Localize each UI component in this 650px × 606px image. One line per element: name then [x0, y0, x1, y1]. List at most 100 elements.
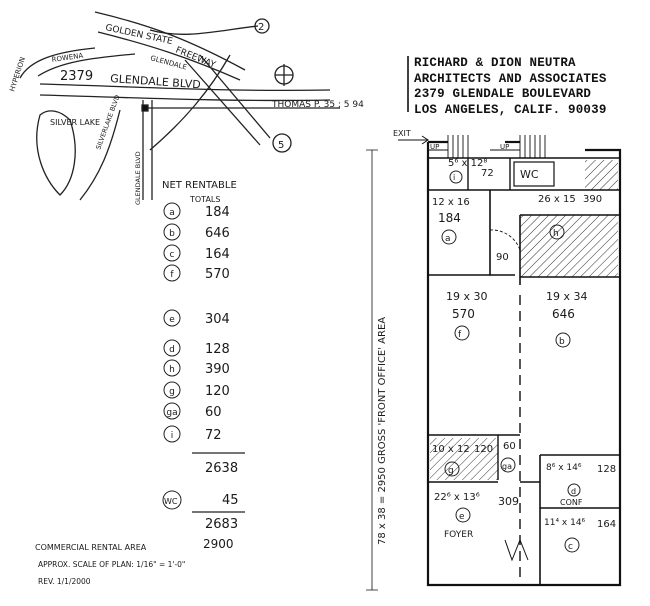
freeway-line — [97, 31, 241, 81]
hyperion-road — [19, 47, 96, 79]
room-i-key: i — [453, 173, 455, 182]
label-route-2: 2 — [258, 22, 264, 33]
firm-address: 2379 GLENDALE BOULEVARD — [414, 87, 592, 101]
room-key-circles — [441, 170, 581, 553]
label-silver-lake: SILVER LAKE — [50, 118, 100, 127]
revision-note: REV. 1/1/2000 — [38, 577, 91, 586]
route-2-marker — [254, 18, 270, 34]
room-d-name: CONF — [560, 498, 583, 507]
freeway-5-road — [199, 54, 271, 139]
row-key-circle — [163, 402, 181, 420]
row-value: 570 — [205, 267, 230, 282]
row-value: 304 — [205, 312, 230, 327]
row-value: 390 — [205, 362, 230, 377]
firm-name: RICHARD & DION NEUTRA — [414, 56, 576, 70]
door-swing — [489, 229, 521, 251]
site-marker — [141, 104, 149, 112]
room-ga-area: 60 — [503, 441, 516, 452]
glendale-blvd-line — [39, 83, 331, 92]
row-key-circle — [163, 264, 181, 282]
room-i-dimensions: 5⁶ x 12⁸ — [448, 158, 487, 169]
row-key-circle — [163, 359, 181, 377]
room-c-area: 164 — [597, 519, 616, 530]
row-key: h — [169, 365, 175, 375]
silverlake-blvd — [79, 109, 121, 201]
glendale-blvd-line — [39, 94, 331, 102]
wc-value: 45 — [222, 493, 239, 508]
table-row: h 390 — [163, 359, 230, 377]
firm-subtitle: ARCHITECTS AND ASSOCIATES — [414, 71, 607, 86]
wc-key: WC — [164, 497, 178, 506]
table-row: e 304 — [163, 309, 230, 327]
table-row: f 570 — [163, 264, 230, 282]
room-e-area: 309 — [498, 495, 519, 508]
row-key: c — [170, 250, 175, 260]
label-hyperion: HYPERION — [8, 56, 27, 93]
label-address-number: 2379 — [60, 69, 93, 84]
row-key: d — [169, 345, 175, 355]
row-value: 72 — [205, 428, 222, 443]
room-g-dimensions: 10 x 12 — [432, 444, 470, 455]
floor-plan — [366, 135, 622, 591]
row-value: 184 — [205, 205, 230, 220]
row-key-circle — [163, 202, 181, 220]
room-d-area: 128 — [597, 464, 616, 475]
room-a-area: 184 — [438, 211, 461, 225]
row-value: 164 — [205, 247, 230, 262]
firm-stamp: RICHARD & DION NEUTRA ARCHITECTS AND ASS… — [414, 56, 607, 118]
room-g-area: 120 — [474, 444, 493, 455]
table-row: ga 60 — [163, 402, 222, 420]
subtotal-value: 2638 — [205, 461, 238, 476]
room-f-key: f — [458, 330, 462, 340]
row-key: g — [169, 387, 175, 397]
firm-city: LOS ANGELES, CALIF. 90039 — [414, 102, 607, 117]
row-key-circle — [163, 309, 181, 327]
location-map — [19, 11, 340, 201]
row-key: f — [170, 270, 174, 280]
scale-note: APPROX. SCALE OF PLAN: 1/16" = 1'-0" — [38, 560, 185, 569]
wc-room — [513, 161, 555, 187]
door-90-label: 90 — [496, 252, 509, 263]
room-h-key: h — [553, 229, 559, 239]
room-f-dimensions: 19 x 30 — [446, 290, 488, 303]
room-f-area: 570 — [452, 307, 475, 321]
hatch-area-g — [430, 438, 498, 480]
row-key-circle — [163, 244, 181, 262]
row-key: b — [169, 229, 175, 239]
table-heading: NET RENTABLE — [162, 180, 237, 191]
room-h-area: 390 — [583, 194, 602, 205]
table-row: c 164 — [163, 244, 230, 262]
room-e-dimensions: 22⁶ x 13⁶ — [434, 492, 480, 503]
room-b-area: 646 — [552, 307, 575, 321]
north-arrow-cross — [275, 64, 293, 86]
room-b-dimensions: 19 x 34 — [546, 290, 588, 303]
wc-label: WC — [520, 168, 539, 181]
row-key: ga — [166, 408, 177, 418]
up-label-left: UP — [430, 143, 439, 151]
row-key: e — [169, 315, 175, 325]
up-label-right: UP — [500, 143, 509, 151]
room-c-dimensions: 11⁴ x 14⁶ — [544, 518, 586, 528]
room-a-dimensions: 12 x 16 — [432, 197, 470, 208]
commercial-label: COMMERCIAL RENTAL AREA — [35, 543, 147, 552]
room-g-key: g — [448, 466, 454, 476]
silver-lake-outline — [36, 110, 76, 196]
label-rowena: ROWENA — [51, 52, 84, 64]
entry-stairs — [447, 135, 546, 158]
plan-labels: 78 x 38 = 2950 GROSS 'FRONT OFFICE' AREA… — [377, 129, 616, 552]
row-value: 60 — [205, 405, 222, 420]
room-ga-key: ga — [502, 462, 512, 471]
label-thomas-ref: THOMAS P. 35 ; 5 94 — [271, 100, 364, 110]
wc-key-circle — [162, 490, 182, 510]
exit-arrowhead — [421, 135, 429, 145]
room-b-key: b — [559, 337, 565, 347]
row-value: 120 — [205, 384, 230, 399]
row-key-circle — [163, 381, 181, 399]
entry-door — [504, 538, 529, 562]
